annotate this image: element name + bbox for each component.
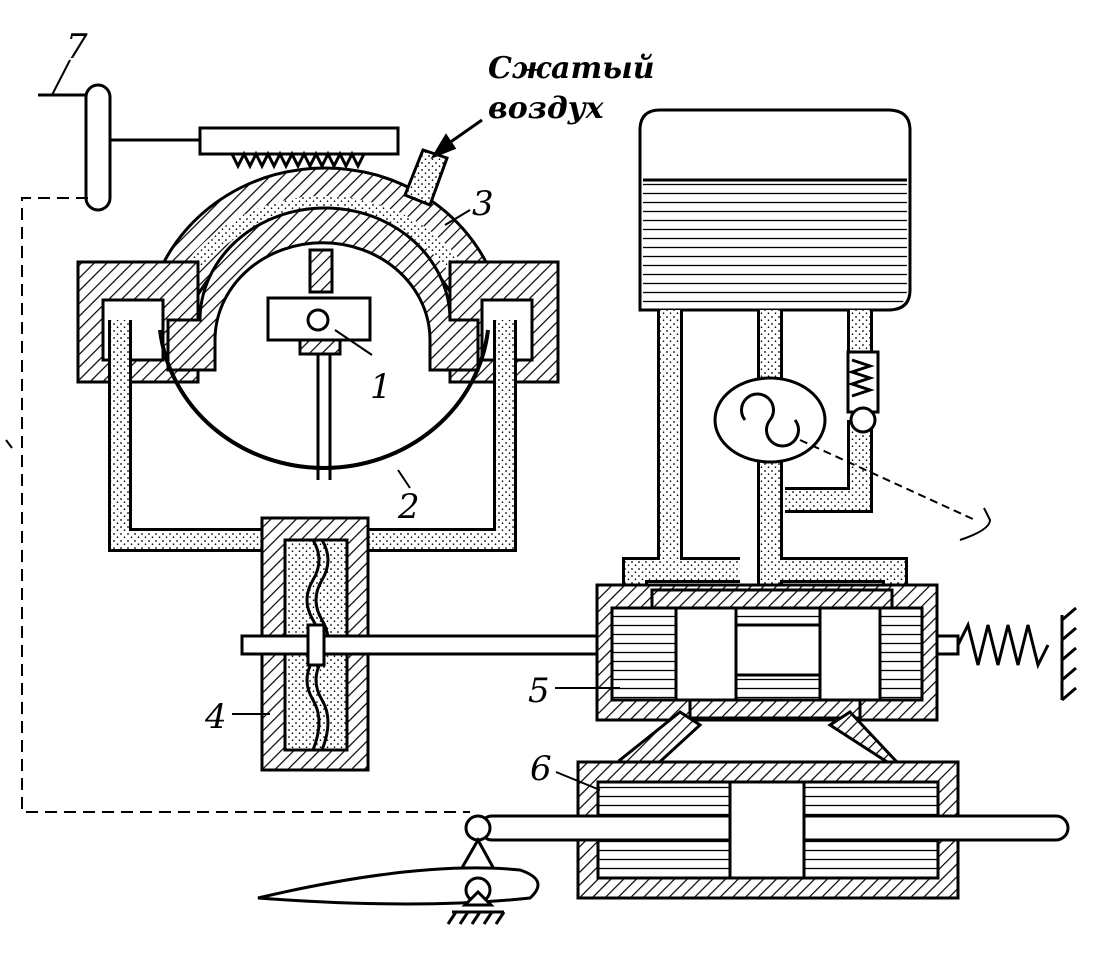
- callout-6: 6: [530, 749, 552, 789]
- air-label-line1: Сжатый: [488, 51, 655, 86]
- relief-valve: [846, 350, 880, 434]
- callout-leaders: [51, 59, 620, 791]
- return-spring: [956, 606, 1077, 702]
- callout-5: 5: [528, 671, 550, 711]
- gyro-rotor-2: [158, 329, 490, 470]
- hydraulic-lines: [622, 310, 908, 600]
- callout-4: 4: [204, 697, 227, 737]
- feedback-dashed-line: [21, 197, 470, 813]
- air-inlet-arrow: [430, 118, 483, 160]
- callout-1: 1: [370, 367, 392, 407]
- gyro-housing-3: [76, 148, 560, 384]
- callout-3: 3: [472, 184, 494, 224]
- gear-pump: [713, 376, 827, 464]
- callout-7: 7: [66, 27, 88, 67]
- control-lever-7: [38, 83, 400, 212]
- control-surface: [257, 814, 540, 925]
- gimbal-pivot-1: [266, 248, 372, 480]
- oil-tank: [638, 108, 912, 312]
- air-pipes: [108, 320, 517, 552]
- actuator-cylinder-6: [478, 760, 1070, 900]
- pump-rotation-arrow: [799, 439, 992, 541]
- spool-valve-5: [595, 583, 939, 722]
- air-label-line2: воздух: [488, 91, 605, 126]
- small-tick-mark: [5, 439, 13, 449]
- callout-2: 2: [397, 487, 420, 527]
